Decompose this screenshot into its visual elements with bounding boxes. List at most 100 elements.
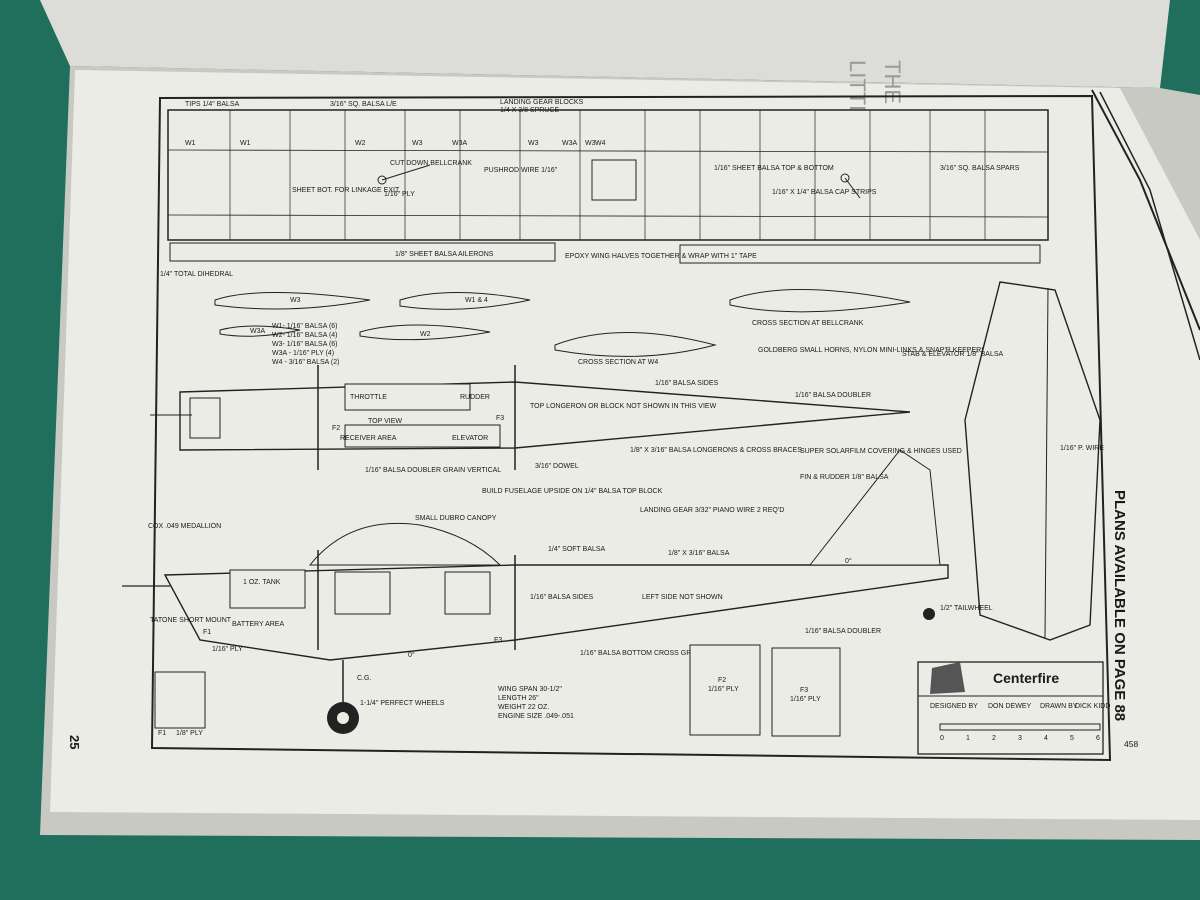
formers: F1 1/8" PLY F2 1/16" PLY F3 1/16" PLY xyxy=(154,644,841,737)
tank-label: 1 OZ. TANK xyxy=(243,579,281,586)
wing-ply-label: 1/16" PLY xyxy=(384,191,415,198)
spec-line-2: LENGTH 26" xyxy=(498,695,539,702)
specs: WING SPAN 30-1/2" LENGTH 26" WEIGHT 22 O… xyxy=(498,686,574,720)
former-f2-label: F2 xyxy=(718,677,726,684)
rib-list-3: W3- 1/16" BALSA (6) xyxy=(272,341,338,348)
spec-line-4: ENGINE SIZE .049-.051 xyxy=(498,713,574,720)
landing-gear-blocks-label: LANDING GEAR BLOCKS xyxy=(500,99,584,106)
dowel-label: 3/16" DOWEL xyxy=(535,463,579,470)
bottom-label: 1/16" BALSA BOTTOM CROSS GRAIN xyxy=(580,650,703,657)
zero-label: 0° xyxy=(408,651,415,659)
side-doubler-label: 1/16" BALSA DOUBLER xyxy=(805,628,881,635)
sheet-balsa-label: 1/16" SHEET BALSA TOP & BOTTOM xyxy=(714,165,834,172)
wing-tips-label: TIPS 1/4" BALSA xyxy=(185,101,240,108)
wing-le-label: 3/16" SQ. BALSA L/E xyxy=(330,101,397,108)
side-sides-label: 1/16" BALSA SIDES xyxy=(530,594,594,601)
rib-label-6: W3 xyxy=(528,140,539,147)
scale-4: 4 xyxy=(1044,735,1048,742)
dihedral-label: 1/4" TOTAL DIHEDRAL xyxy=(160,271,233,278)
sheet-bot-label: SHEET BOT. FOR LINKAGE EXIT xyxy=(292,187,400,194)
rib-label-4: W3 xyxy=(412,140,423,147)
scale-2: 2 xyxy=(992,735,996,742)
soft-balsa-label: 1/4" SOFT BALSA xyxy=(548,546,606,553)
designer-name: DON DEWEY xyxy=(988,703,1032,710)
receiver-area-label: RECEIVER AREA xyxy=(340,435,397,442)
wheels-label: 1-1/4" PERFECT WHEELS xyxy=(360,700,445,707)
former-f3-label: F3 xyxy=(800,687,808,694)
plans-available-text: PLANS AVAILABLE ON PAGE 88 xyxy=(1111,490,1128,721)
designed-by-label: DESIGNED BY xyxy=(930,703,978,710)
fuselage-side-view xyxy=(122,449,949,734)
title-block: Centerfire DESIGNED BY DON DEWEY DRAWN B… xyxy=(917,661,1110,755)
f2-label: F2 xyxy=(332,425,340,432)
battery-label: BATTERY AREA xyxy=(232,621,284,628)
side-f1-label: F1 xyxy=(203,629,211,636)
spec-line-3: WEIGHT 22 OZ. xyxy=(498,704,549,711)
rib-profiles: W3 W1 & 4 W3A W2 CROSS SECTION AT W4 CRO… xyxy=(214,289,911,366)
elevator-label: ELEVATOR xyxy=(452,435,488,442)
wing-plan-view xyxy=(167,109,1049,264)
rib-list-1: W1- 1/16" BALSA (6) xyxy=(272,323,338,330)
fuselage-side-labels: BUILD FUSELAGE UPSIDE ON 1/4" BALSA TOP … xyxy=(148,448,993,707)
side-f3-label: F3 xyxy=(494,637,502,644)
stab-label: STAB & ELEVATOR 1/8" BALSA xyxy=(902,351,1004,358)
doubler-grain-label: 1/16" BALSA DOUBLER GRAIN VERTICAL xyxy=(365,467,501,474)
top-doubler-label: 1/16" BALSA DOUBLER xyxy=(795,392,871,399)
scale-5: 5 xyxy=(1070,735,1074,742)
rib-label-2: W1 xyxy=(240,140,251,147)
scale-3: 3 xyxy=(1018,735,1022,742)
throttle-label: THROTTLE xyxy=(350,394,387,401)
zero-2-label: 0° xyxy=(845,557,852,565)
drawing-border xyxy=(150,94,1112,762)
solarfilm-label: SUPER SOLARFILM COVERING & HINGES USED xyxy=(800,448,962,455)
landing-gear-blocks-label-2: 1/4 X 3/8 SPRUCE xyxy=(500,107,559,114)
rib-label-5: W3A xyxy=(452,140,468,147)
epoxy-label: EPOXY WING HALVES TOGETHER & WRAP WITH 1… xyxy=(565,253,757,260)
former-f3-ply-label: 1/16" PLY xyxy=(790,696,821,703)
landing-gear-label: LANDING GEAR 3/32" PIANO WIRE 2 REQ'D xyxy=(640,507,784,514)
crest-logo xyxy=(930,662,965,694)
cross-section-bellcrank-label: CROSS SECTION AT BELLCRANK xyxy=(752,320,864,327)
ailerons-label: 1/8" SHEET BALSA AILERONS xyxy=(395,251,494,258)
bellcrank-label: CUT DOWN BELLCRANK xyxy=(390,160,472,167)
wing-labels: TIPS 1/4" BALSA 3/16" SQ. BALSA L/E LAND… xyxy=(160,99,1020,278)
cross-section-w4-label: CROSS SECTION AT W4 xyxy=(578,359,658,366)
fuselage-top-view xyxy=(150,365,911,470)
former-f2-ply-label: 1/16" PLY xyxy=(708,686,739,693)
rib-w3a-label: W3A xyxy=(250,328,266,335)
rib-label-8: W3 xyxy=(585,140,596,147)
top-longeron-label: TOP LONGERON OR BLOCK NOT SHOWN IN THIS … xyxy=(530,403,717,410)
rib-w2-label: W2 xyxy=(420,331,431,338)
cox-label: COX .049 MEDALLION xyxy=(148,523,221,530)
fin-rudder-label: FIN & RUDDER 1/8" BALSA xyxy=(800,474,889,481)
goldberg-label: GOLDBERG SMALL HORNS, NYLON MINI-LINKS &… xyxy=(758,347,1067,354)
fuselage-top-labels: THROTTLE RUDDER TOP VIEW RECEIVER AREA E… xyxy=(332,347,1067,474)
plan-title: Centerfire xyxy=(993,670,1059,686)
top-book-page xyxy=(40,0,1170,88)
cg-label: C.G. xyxy=(357,675,371,682)
side-ply-label: 1/16" PLY xyxy=(212,646,243,653)
rib-list-4: W3A - 1/16" PLY (4) xyxy=(272,350,334,357)
rib-label-7: W3A xyxy=(562,140,578,147)
build-note-label: BUILD FUSELAGE UPSIDE ON 1/4" BALSA TOP … xyxy=(482,488,663,495)
rib-label-1: W1 xyxy=(185,140,196,147)
scale-6: 6 xyxy=(1096,735,1100,742)
spars-label: 3/16" SQ. BALSA SPARS xyxy=(940,165,1020,172)
drafter-name: DICK KIDD xyxy=(1075,703,1110,710)
rib-label-3: W2 xyxy=(355,140,366,147)
page-number-right: 458 xyxy=(1124,739,1138,749)
rib-label-9: W4 xyxy=(595,140,606,147)
cap-strips-label: 1/16" X 1/4" BALSA CAP STRIPS xyxy=(772,189,877,196)
page-edge-lines xyxy=(1091,89,1200,361)
rib-w1-4-label: W1 & 4 xyxy=(465,297,488,304)
rib-list-2: W2- 1/16" BALSA (4) xyxy=(272,332,338,339)
left-side-label: LEFT SIDE NOT SHOWN xyxy=(642,594,723,601)
rib-w3-label: W3 xyxy=(290,297,301,304)
stab-wire-label: 1/16" P. WIRE xyxy=(1060,445,1104,452)
canopy-label: SMALL DUBRO CANOPY xyxy=(415,515,497,522)
rudder-label: RUDDER xyxy=(460,394,490,401)
f3-label: F3 xyxy=(496,415,504,422)
pushrod-label: PUSHROD WIRE 1/16" xyxy=(484,167,558,174)
rib-list-5: W4 - 3/16" BALSA (2) xyxy=(272,359,339,366)
